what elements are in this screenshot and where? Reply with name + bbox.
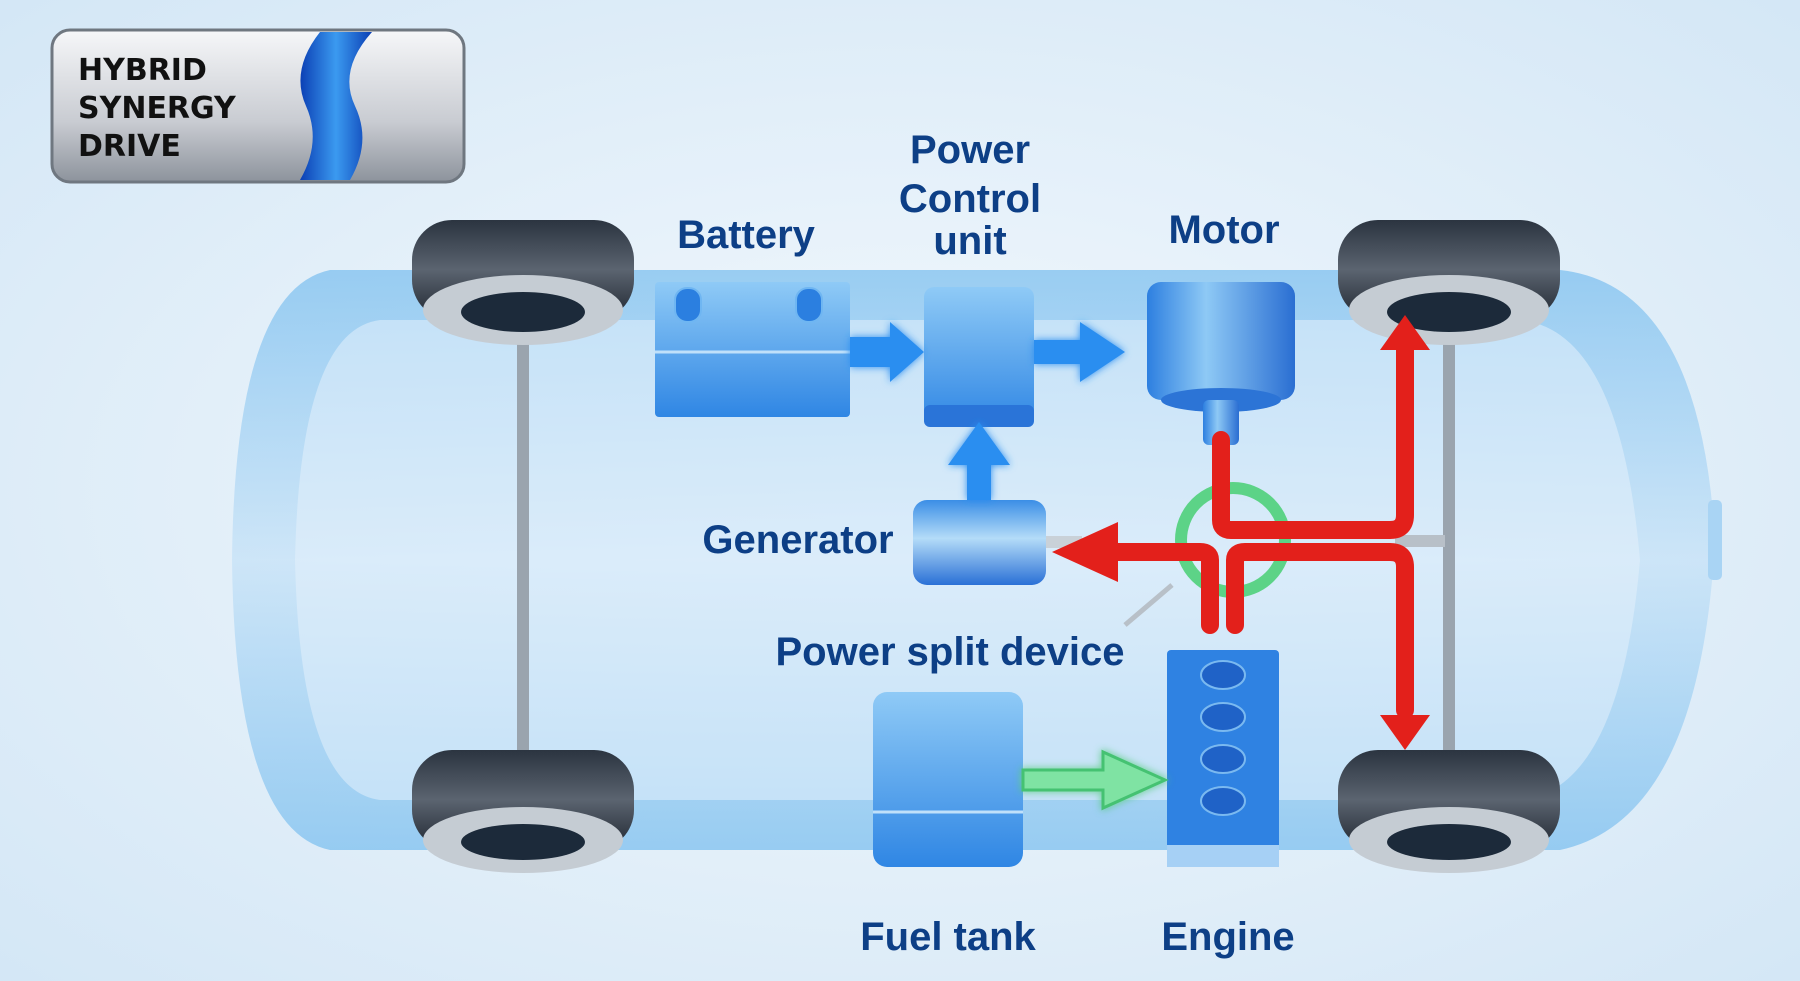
label-fuel-tank: Fuel tank: [860, 915, 1036, 959]
battery-terminal-icon: [795, 287, 823, 323]
cylinder-icon: [1200, 702, 1246, 732]
wheel-front-right: [1338, 220, 1560, 345]
cylinder-icon: [1200, 744, 1246, 774]
power-split-pointer: [1123, 583, 1174, 627]
arrow-pcu-to-motor: [1034, 322, 1125, 382]
wheel-front-left: [412, 220, 634, 345]
rear-axle: [1443, 300, 1455, 750]
logo-line-2: SYNERGY: [78, 91, 237, 126]
label-pcu-line2: Control: [899, 177, 1041, 221]
engine-block: [1167, 650, 1279, 867]
arrow-up-front-wheel: [1380, 315, 1430, 350]
front-axle: [517, 300, 529, 750]
cylinder-icon: [1200, 786, 1246, 816]
wheel-rear-left: [412, 750, 634, 873]
fuel-tank-block: [873, 692, 1023, 867]
path-split-to-generator: [1101, 543, 1219, 634]
wheel-rear-right: [1338, 750, 1560, 873]
label-engine: Engine: [1161, 915, 1294, 959]
label-battery: Battery: [677, 213, 816, 257]
arrow-to-generator: [1052, 522, 1118, 582]
path-motor-to-front-wheel: [1212, 336, 1414, 539]
arrow-fuel-to-engine: [1021, 749, 1169, 811]
cylinder-icon: [1200, 660, 1246, 690]
tail-light: [1708, 500, 1722, 580]
logo-line-1: HYBRID: [78, 53, 207, 88]
motor-block: [1147, 282, 1295, 445]
differential-shaft: [1395, 535, 1445, 547]
label-pcu-line3: unit: [933, 219, 1006, 263]
arrow-battery-to-pcu: [850, 322, 924, 382]
path-engine-to-rear-wheel: [1226, 543, 1414, 719]
mechanical-power-paths: [1101, 336, 1414, 719]
label-motor: Motor: [1168, 208, 1279, 252]
label-generator: Generator: [702, 518, 893, 562]
logo-s-swoosh-icon: [300, 32, 372, 180]
hybrid-synergy-drive-logo: HYBRID SYNERGY DRIVE: [50, 28, 466, 184]
battery-block: [655, 282, 850, 417]
logo-line-3: DRIVE: [78, 129, 181, 164]
label-power-split-device: Power split device: [775, 630, 1124, 674]
battery-terminal-icon: [674, 287, 702, 323]
label-pcu-line1: Power: [910, 128, 1030, 172]
arrow-generator-to-pcu: [948, 422, 1010, 500]
power-control-unit-block: [924, 287, 1034, 427]
arrow-down-rear-wheel: [1380, 715, 1430, 750]
